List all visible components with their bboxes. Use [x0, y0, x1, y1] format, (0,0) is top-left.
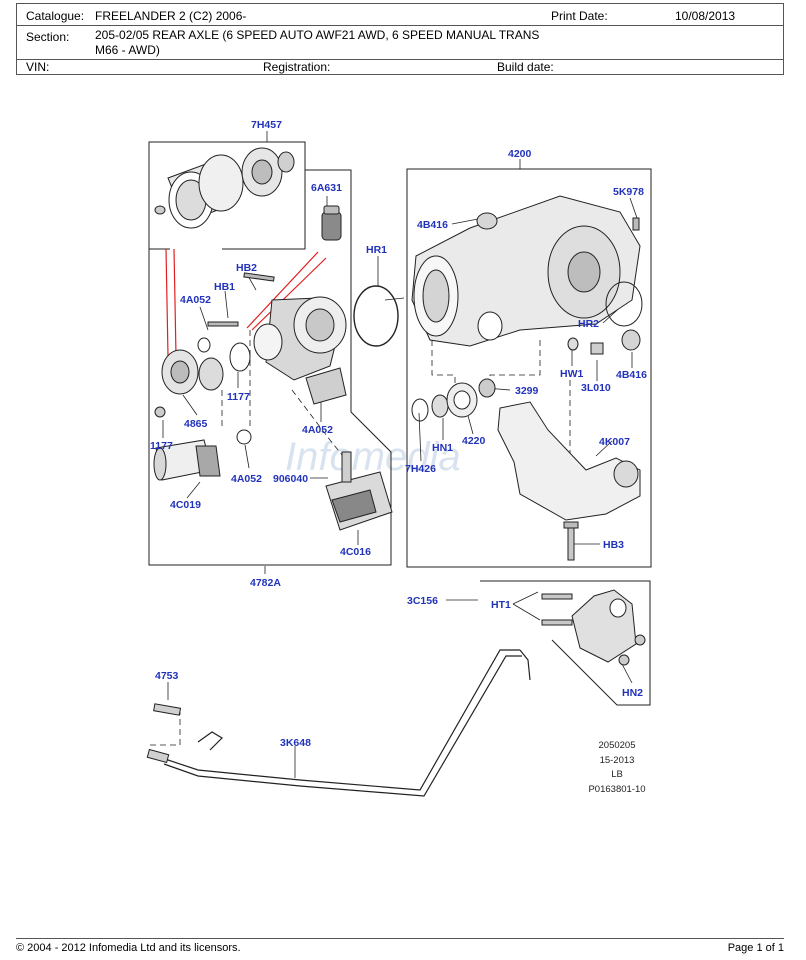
callout-4753: 4753	[155, 670, 179, 682]
callout-1177: 1177	[150, 440, 173, 452]
callout-4C016: 4C016	[340, 546, 371, 558]
callout-4A052: 4A052	[180, 294, 211, 306]
callout-3L010: 3L010	[581, 382, 611, 394]
build-date-label: Build date:	[497, 60, 554, 74]
group-frame-3C156	[480, 580, 651, 706]
callout-3299: 3299	[515, 385, 539, 397]
callout-1177: 1177	[227, 391, 250, 403]
callout-4782A: 4782A	[250, 577, 281, 589]
callout-HN2: HN2	[622, 687, 643, 699]
callout-4B416: 4B416	[417, 219, 448, 231]
group-frame-4200	[406, 168, 652, 568]
registration-label: Registration:	[263, 60, 331, 74]
print-date-value: 10/08/2013	[675, 9, 736, 23]
group-frame-4782A	[148, 169, 392, 566]
vin-label: VIN:	[26, 60, 50, 74]
callout-HW1: HW1	[560, 368, 583, 380]
group-frame-7H457	[148, 141, 306, 250]
callout-4A052: 4A052	[302, 424, 333, 436]
callout-7H457: 7H457	[251, 119, 282, 131]
callout-4A052: 4A052	[231, 473, 262, 485]
callout-4200: 4200	[508, 148, 532, 160]
ref-code: 2050205	[599, 740, 636, 751]
catalogue-label: Catalogue:	[26, 9, 85, 23]
callout-HB1: HB1	[214, 281, 235, 293]
print-date-label: Print Date:	[551, 9, 608, 23]
callout-HB3: HB3	[603, 539, 624, 551]
callout-6A631: 6A631	[311, 182, 342, 194]
watermark: Infomedia	[285, 435, 461, 479]
header-divider	[17, 59, 783, 60]
callout-7H426: 7H426	[405, 463, 436, 475]
section-value: 205-02/05 REAR AXLE (6 SPEED AUTO AWF21 …	[95, 28, 540, 57]
catalogue-header: Catalogue: FREELANDER 2 (C2) 2006- Print…	[16, 3, 784, 75]
footer-divider	[16, 938, 784, 939]
callout-3C156: 3C156	[407, 595, 438, 607]
callout-4K007: 4K007	[599, 436, 630, 448]
callout-HT1: HT1	[491, 599, 511, 611]
ref-date: 15-2013	[600, 755, 635, 766]
copyright-text: © 2004 - 2012 Infomedia Ltd and its lice…	[16, 942, 241, 954]
callout-4C019: 4C019	[170, 499, 201, 511]
callout-HR1: HR1	[366, 244, 387, 256]
section-label: Section:	[26, 30, 70, 44]
callout-4B416: 4B416	[616, 369, 647, 381]
callout-3K648: 3K648	[280, 737, 311, 749]
catalogue-value: FREELANDER 2 (C2) 2006-	[95, 9, 247, 23]
callout-5K978: 5K978	[613, 186, 644, 198]
callout-4220: 4220	[462, 435, 486, 447]
callout-HR2: HR2	[578, 318, 599, 330]
callout-HB2: HB2	[236, 262, 257, 274]
ref-illustration-id: P0163801-10	[588, 784, 645, 795]
callout-HN1: HN1	[432, 442, 453, 454]
callout-4865: 4865	[184, 418, 208, 430]
header-divider	[17, 25, 783, 26]
page-number: Page 1 of 1	[727, 942, 784, 954]
callout-906040: 906040	[273, 473, 308, 485]
ref-side: LB	[611, 769, 623, 780]
